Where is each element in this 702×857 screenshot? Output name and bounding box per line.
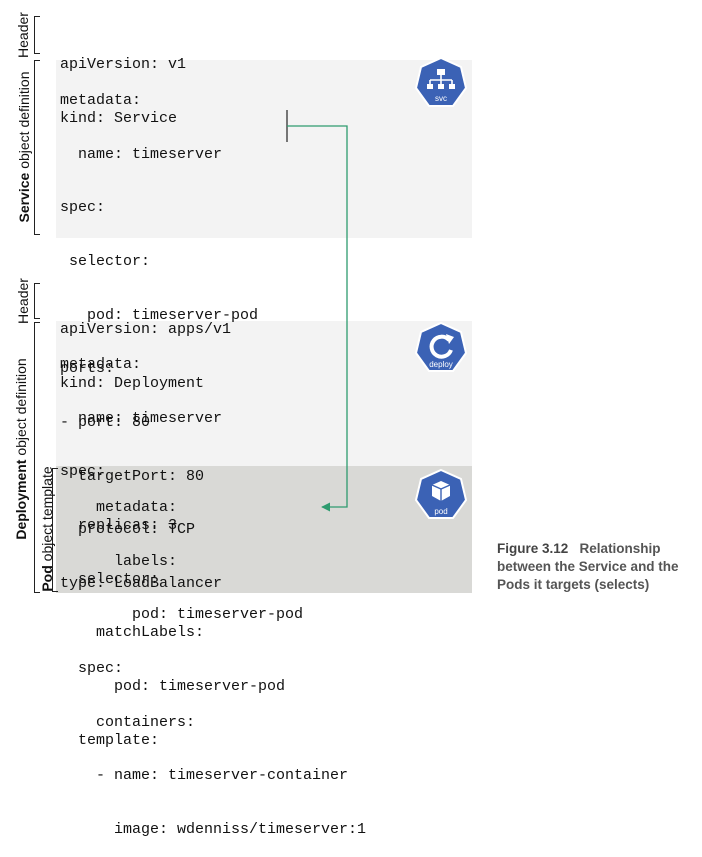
figure-caption-text: Relationship between the Service and the…	[497, 541, 679, 592]
connector-path	[287, 125, 348, 512]
code-line: containers:	[60, 713, 196, 731]
service-definition-panel	[56, 60, 472, 238]
code-line: spec:	[60, 199, 106, 217]
header1-bracket	[34, 16, 40, 54]
service-icon: svc	[413, 56, 469, 112]
code-line: kind: Service	[60, 109, 178, 127]
code-line: apiVersion: apps/v1	[60, 320, 232, 338]
pod-icon-text: pod	[434, 507, 447, 516]
code-line: apiVersion: v1	[60, 55, 187, 73]
pod-template-bracket	[52, 468, 58, 592]
svc-icon-text: svc	[435, 94, 447, 103]
pod-template-panel	[56, 466, 472, 593]
deploy-icon-text: deploy	[429, 360, 453, 369]
code-line: replicas: 3	[60, 516, 178, 534]
code-line: protocol: TCP	[60, 521, 196, 539]
code-line: selector:	[60, 252, 151, 270]
code-line: - port: 80	[60, 414, 151, 432]
code-line: type: LoadBalancer	[60, 575, 223, 593]
deployment-icon: deploy	[413, 321, 469, 377]
code-line: - name: timeserver-container	[60, 767, 349, 785]
header2-bracket	[34, 283, 40, 319]
code-line: name: timeserver	[60, 409, 223, 427]
code-line: pod: timeserver-pod	[60, 306, 259, 324]
service-header-code: apiVersion: v1 kind: Service	[60, 20, 186, 145]
code-line: spec:	[60, 659, 124, 677]
service-def-bracket	[34, 60, 40, 235]
code-line: image: wdenniss/timeserver:1	[60, 821, 367, 839]
code-line: ports:	[60, 360, 115, 378]
code-line: labels:	[60, 552, 178, 570]
figure-caption: Figure 3.12 Relationship between the Ser…	[497, 540, 702, 594]
code-line: selector:	[60, 570, 160, 588]
deployment-def-bracket	[34, 322, 40, 593]
deployment-definition-panel	[56, 321, 472, 467]
code-line: metadata:	[60, 91, 142, 109]
code-line: kind: Deployment	[60, 374, 205, 392]
selector-connector	[286, 110, 348, 512]
service-body-code: metadata: name: timeserver spec: selecto…	[60, 56, 258, 611]
figure-number: Figure 3.12	[497, 541, 569, 556]
deployment-header-code: apiVersion: apps/v1 kind: Deployment	[60, 285, 231, 410]
code-line: metadata:	[60, 355, 142, 373]
code-line: name: timeserver	[60, 145, 223, 163]
code-line: metadata:	[60, 498, 178, 516]
code-line: targetPort: 80	[60, 467, 205, 485]
code-line: spec:	[60, 463, 106, 481]
pod-icon: pod	[413, 468, 469, 524]
